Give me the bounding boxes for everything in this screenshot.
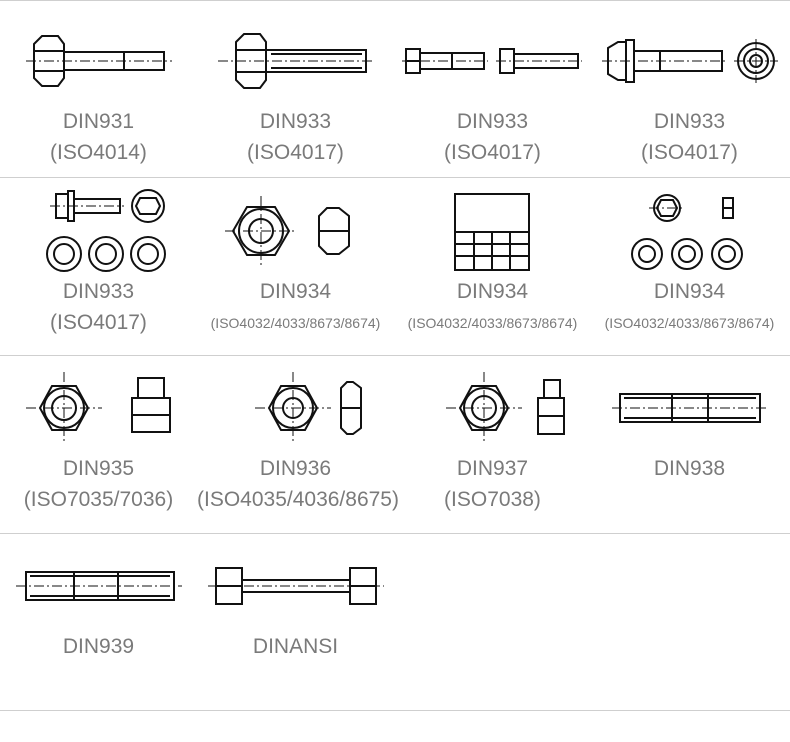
product-iso: (ISO4014) <box>50 141 147 164</box>
product-code: DINANSI <box>252 635 339 658</box>
product-card[interactable]: DIN934 (ISO4032/4033/8673/8674) <box>197 185 394 339</box>
product-card[interactable]: DIN931 (ISO4014) <box>0 15 197 169</box>
slotted-screw-icon <box>394 15 591 107</box>
product-iso: (ISO7035/7036) <box>23 488 174 511</box>
product-code: DIN934 <box>456 280 529 303</box>
product-card[interactable]: DIN934 (ISO4032/4033/8673/8674) <box>394 185 591 339</box>
thin-hex-nut-icon <box>197 362 394 454</box>
product-card[interactable]: DIN933 (ISO4017) <box>0 185 197 339</box>
divider <box>0 533 790 534</box>
flange-bolt-icon <box>591 15 788 107</box>
product-code: DIN933 <box>653 110 726 133</box>
product-code: DIN933 <box>62 280 135 303</box>
product-card[interactable]: DIN935 (ISO7035/7036) <box>0 362 197 516</box>
flange-nut-icon <box>591 185 788 277</box>
product-iso: (ISO4017) <box>247 141 344 164</box>
flange-bolt-serrated-icon <box>0 185 197 277</box>
product-code: DIN937 <box>456 457 529 480</box>
castle-nut-icon <box>0 362 197 454</box>
product-card[interactable]: DIN933 (ISO4017) <box>591 15 788 169</box>
product-code: DIN933 <box>259 110 332 133</box>
product-iso: (ISO4017) <box>50 311 147 334</box>
product-iso: (ISO4017) <box>444 141 541 164</box>
product-code: DIN931 <box>62 110 135 133</box>
stud-bolt-icon <box>591 362 788 454</box>
divider <box>0 0 790 1</box>
product-card[interactable]: DIN934 (ISO4032/4033/8673/8674) <box>591 185 788 339</box>
hex-nut-icon <box>197 185 394 277</box>
castle-nut-thin-icon <box>394 362 591 454</box>
product-card[interactable]: DIN937 (ISO7038) <box>394 362 591 516</box>
product-card[interactable]: DIN938 <box>591 362 788 484</box>
product-code: DIN934 <box>653 280 726 303</box>
product-code: DIN933 <box>456 110 529 133</box>
divider <box>0 355 790 356</box>
product-iso: (ISO4032/4033/8673/8674) <box>407 315 578 331</box>
product-iso: (ISO4035/4036/8675) <box>197 488 399 511</box>
hex-bolt-partial-thread-icon <box>0 15 197 107</box>
product-code: DIN934 <box>259 280 332 303</box>
product-card[interactable]: DIN936 (ISO4035/4036/8675) <box>197 362 399 516</box>
product-iso: (ISO7038) <box>444 488 541 511</box>
hex-bolt-full-thread-icon <box>197 15 394 107</box>
divider <box>0 710 790 711</box>
threaded-rod-with-nuts-icon <box>197 540 394 632</box>
product-code: DIN939 <box>62 635 135 658</box>
divider <box>0 177 790 178</box>
product-code: DIN938 <box>653 457 726 480</box>
product-card[interactable]: DINANSI <box>197 540 394 662</box>
product-code: DIN935 <box>62 457 135 480</box>
product-code: DIN936 <box>259 457 332 480</box>
product-card[interactable]: DIN939 <box>0 540 197 662</box>
product-card[interactable]: DIN933 (ISO4017) <box>197 15 394 169</box>
product-iso: (ISO4017) <box>641 141 738 164</box>
product-card[interactable]: DIN933 (ISO4017) <box>394 15 591 169</box>
product-iso: (ISO4032/4033/8673/8674) <box>210 315 381 331</box>
product-iso: (ISO4032/4033/8673/8674) <box>604 315 775 331</box>
stud-bolt-long-icon <box>0 540 197 632</box>
assortment-box-icon <box>394 185 591 277</box>
